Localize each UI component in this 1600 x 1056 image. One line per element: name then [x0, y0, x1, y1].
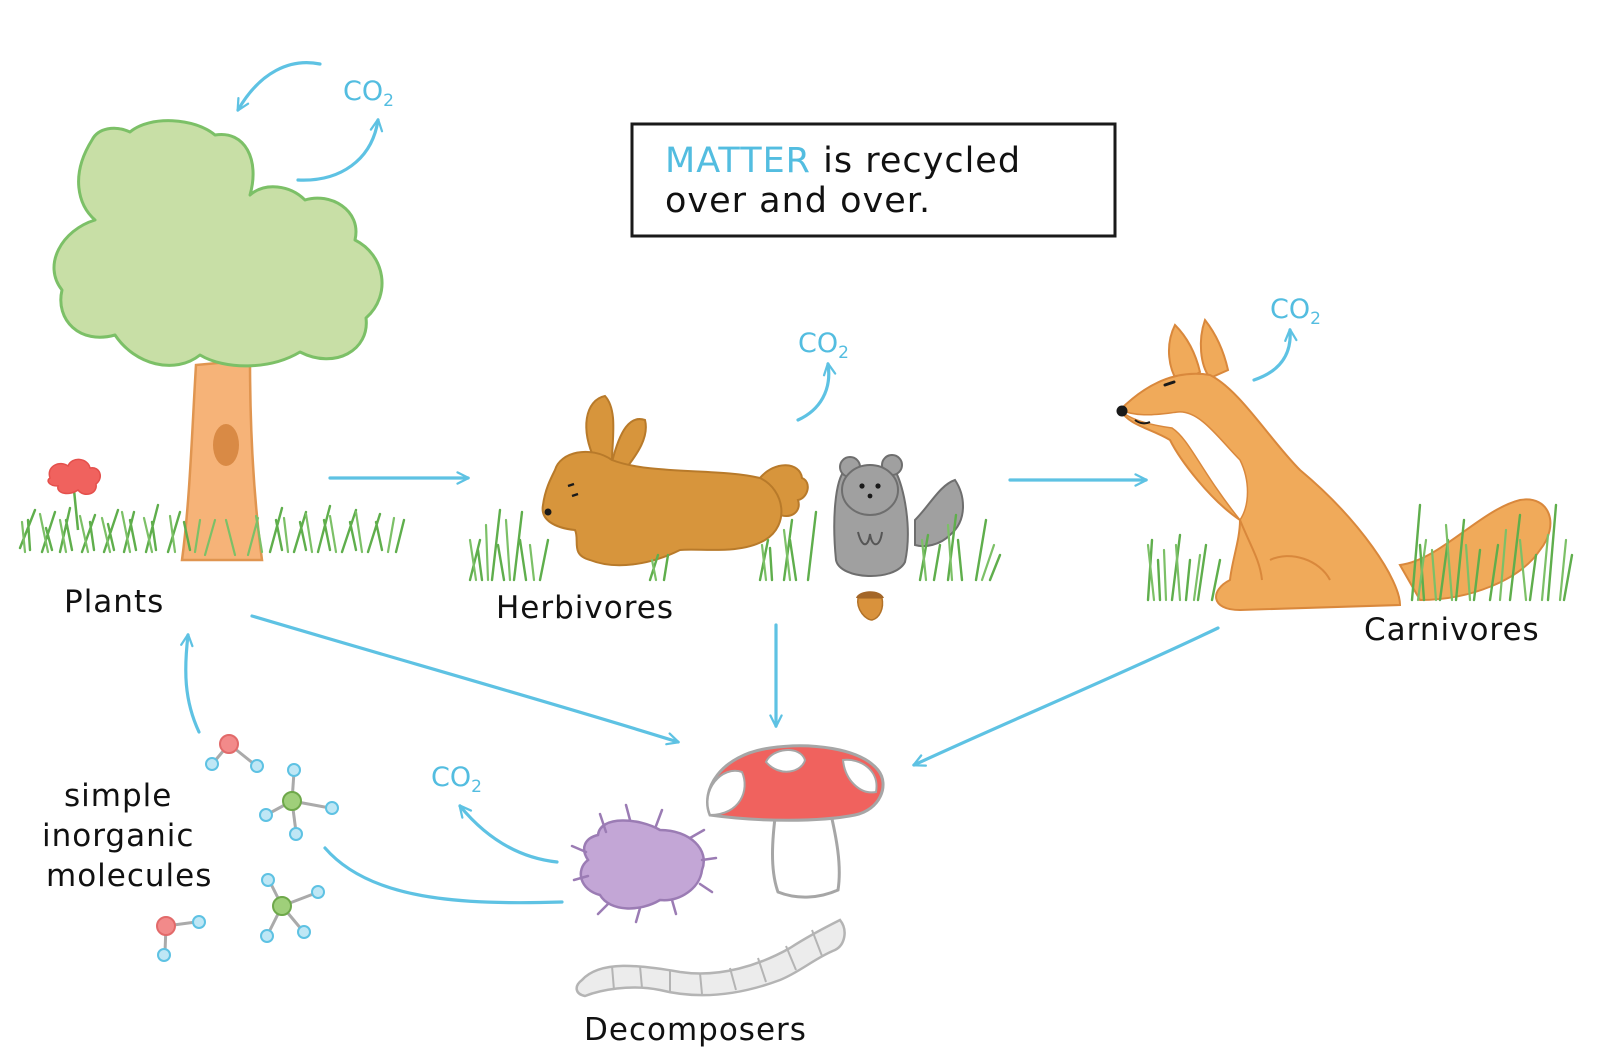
grass-herbivores	[468, 508, 1002, 582]
acorn-icon	[857, 597, 884, 621]
flow-arrows	[180, 61, 1298, 905]
mouse-illustration	[833, 454, 964, 621]
note-line1: is recycled	[811, 141, 1021, 181]
arrow-herbivores-co2	[796, 362, 837, 422]
label-molecules-line3: molecules	[46, 858, 212, 894]
label-herbivores: Herbivores	[496, 590, 674, 626]
mushroom-illustration	[706, 744, 885, 899]
label-molecules-line2: inorganic	[42, 818, 194, 854]
arrow-decomposers-co2	[458, 804, 559, 864]
worm-illustration	[575, 918, 846, 998]
water-molecule-2	[156, 915, 206, 962]
tree-canopy	[52, 119, 384, 368]
note-box	[630, 122, 1117, 238]
tree-knot	[213, 424, 239, 466]
co2-label-herbivores: CO2	[798, 328, 849, 363]
microbe-illustration	[570, 803, 718, 924]
arrow-plants-co2-in	[236, 61, 322, 112]
co2-label-decomposers: CO2	[431, 762, 482, 797]
flower-illustration	[47, 458, 101, 531]
grass-plants	[18, 503, 406, 557]
note-line2: over and over.	[665, 181, 931, 221]
water-molecule-1	[205, 734, 264, 773]
grass-carnivores	[1146, 503, 1574, 602]
arrow-decomposers-to-molecules	[323, 846, 564, 905]
rabbit-illustration	[541, 394, 809, 567]
arrow-carnivores-to-decomposers	[912, 626, 1220, 767]
label-decomposers: Decomposers	[584, 1012, 807, 1048]
label-carnivores: Carnivores	[1364, 612, 1540, 648]
label-plants: Plants	[64, 584, 164, 620]
matter-note: MATTER is recycled over and over.	[630, 122, 1117, 238]
tree-illustration	[52, 119, 384, 562]
note-highlight: MATTER	[665, 141, 811, 181]
arrow-molecules-to-plants	[180, 633, 201, 734]
svg-text:MATTER is recycled: MATTER is recycled	[665, 141, 1021, 181]
fox-illustration	[1116, 317, 1552, 612]
methane-molecule-2	[260, 873, 325, 943]
arrow-plants-co2-out	[296, 118, 384, 182]
label-molecules-line1: simple	[64, 778, 172, 814]
co2-label-carnivores: CO2	[1270, 294, 1321, 329]
co2-label-plants: CO2	[343, 76, 394, 111]
arrow-plants-to-decomposers	[250, 614, 680, 746]
arrow-carnivores-co2	[1252, 328, 1298, 382]
methane-molecule-1	[259, 763, 339, 841]
